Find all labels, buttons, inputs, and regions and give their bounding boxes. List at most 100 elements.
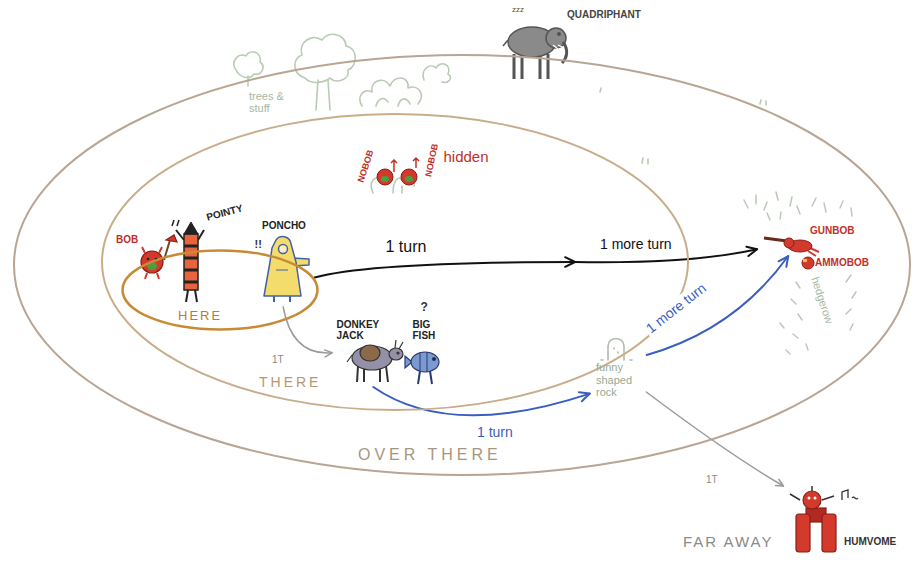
donkey-figure-part xyxy=(360,345,380,361)
character-name: POINTY xyxy=(205,202,244,223)
edge-label: 1T xyxy=(270,354,286,366)
character-name: PONCHO xyxy=(262,220,306,232)
arrow-head xyxy=(565,257,575,267)
nobob-figures xyxy=(377,158,419,185)
donkey-figure-part xyxy=(352,346,392,370)
status-note: hidden xyxy=(444,148,489,165)
character-node: NOBOB xyxy=(400,138,451,190)
quadriphant-figure-part xyxy=(558,33,560,35)
landmark-node: funny shaped rock xyxy=(592,336,644,401)
character-name: BIG FISH xyxy=(413,319,436,342)
ammobob-figure xyxy=(802,257,814,269)
gunbob-figure xyxy=(764,238,819,256)
ammobob-figure-part xyxy=(802,257,814,269)
humvome-figure-part xyxy=(808,497,811,500)
arrow-line xyxy=(315,249,757,277)
character-name: DONKEY JACK xyxy=(337,319,380,342)
trees-and-bushes-part xyxy=(423,64,450,83)
arrow-line xyxy=(373,387,589,415)
big-fish-figure-part xyxy=(418,371,432,384)
quadriphant-figure xyxy=(503,27,567,79)
arrow-head xyxy=(325,350,332,357)
pointy-figure-part xyxy=(172,220,179,226)
donkey-figure-part xyxy=(389,348,403,360)
character-node: AMMOBOB xyxy=(798,255,871,272)
arrow-head xyxy=(775,479,783,486)
rock-figure xyxy=(601,339,632,361)
exclaim-mark: !! xyxy=(255,238,262,251)
bob-figure-part xyxy=(147,258,150,261)
poncho-figure-part xyxy=(279,245,288,254)
trees-and-bushes-part xyxy=(376,99,410,106)
arrow-head xyxy=(579,392,590,401)
character-name: GUNBOB xyxy=(810,225,854,237)
edge-label: 1 turn xyxy=(475,424,515,440)
big-fish-figure-part xyxy=(411,352,439,372)
hedgerow-grass xyxy=(744,192,856,354)
trees-and-bushes xyxy=(234,34,766,193)
zone-name: FAR AWAY xyxy=(683,533,773,550)
humvome-figure-part xyxy=(822,514,836,552)
character-node: GUNBOB xyxy=(760,222,856,254)
trees-and-bushes-part xyxy=(234,52,263,78)
character-node: BOB xyxy=(114,232,172,280)
character-name: NOBOB xyxy=(356,149,376,184)
humvome-figure-part xyxy=(814,497,817,500)
region-ellipse: HEREBOBPOINTYPONCHO xyxy=(120,248,320,332)
arrow-head xyxy=(779,256,789,267)
hedgerow-grass-part xyxy=(780,275,856,354)
pointy-figure-part xyxy=(184,222,198,234)
character-node: HUMVOME xyxy=(786,484,898,556)
donkey-figure-part xyxy=(347,355,352,362)
big-fish-figure-part xyxy=(433,358,436,361)
scenery-note: trees & stuff xyxy=(249,90,295,115)
bob-figure-part xyxy=(166,235,177,242)
big-fish-figure xyxy=(405,352,439,384)
pointy-figure-part xyxy=(184,234,198,290)
arrow-line xyxy=(283,307,332,353)
edge-label: 1 more turn xyxy=(641,278,710,337)
character-node: PONCHO xyxy=(250,218,312,304)
character-node: NOBOB xyxy=(355,146,397,190)
character-name: AMMOBOB xyxy=(815,257,869,269)
gunbob-figure-part xyxy=(784,238,794,248)
character-node: DONKEY JACK xyxy=(335,316,400,384)
donkey-figure xyxy=(347,340,403,382)
ammobob-figure-part xyxy=(803,259,807,262)
donkey-figure-part xyxy=(395,340,403,349)
character-name: funny shaped rock xyxy=(596,361,632,399)
trees-and-bushes-part xyxy=(600,88,766,164)
donkey-figure-part xyxy=(397,352,399,354)
region-name: OVER THERE xyxy=(358,446,502,464)
region-name: THERE xyxy=(259,374,321,390)
turn-arrow xyxy=(315,247,757,278)
quadriphant-figure-part xyxy=(546,28,566,48)
poncho-figure-part xyxy=(274,296,290,302)
humvome-figure-part xyxy=(803,491,821,509)
character-name: HUMVOME xyxy=(844,536,896,548)
gunbob-figure-part xyxy=(764,238,787,241)
trees-and-bushes-part xyxy=(316,80,330,110)
character-node: POINTY xyxy=(176,206,245,304)
poncho-figure-part xyxy=(276,270,288,271)
quadriphant-figure-part xyxy=(503,40,508,46)
scenery-note: hedgerow xyxy=(809,275,836,325)
nobob-figures-part xyxy=(381,176,389,182)
region-ellipse: OVER THERE THERE HEREBOBPOINTYPONCHO NOBOB N… xyxy=(12,53,912,477)
humvome-figure-part xyxy=(842,490,858,500)
bob-figure xyxy=(141,235,177,279)
nobob-figures-part xyxy=(405,176,413,182)
pointy-figure xyxy=(172,220,204,302)
quadriphant-figure-part xyxy=(553,45,564,49)
turn-arrow xyxy=(283,307,332,357)
ellipse-line xyxy=(14,55,910,475)
humvome-figure-part xyxy=(796,514,810,552)
ellipse-line xyxy=(102,114,688,410)
edge-label: 1 turn xyxy=(384,238,429,256)
arrow-head xyxy=(746,247,757,256)
big-fish-figure-part xyxy=(420,352,427,372)
nobob-figures-part xyxy=(391,158,419,172)
ellipse-line xyxy=(123,251,318,330)
